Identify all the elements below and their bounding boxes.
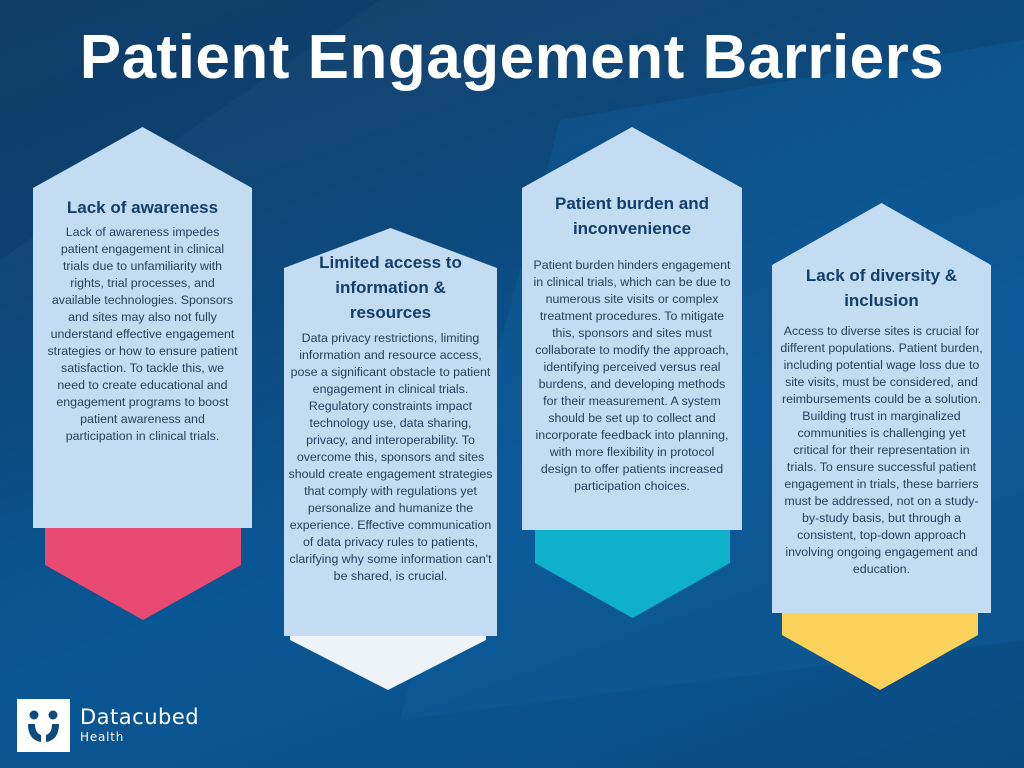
card-patient-burden: Patient burden and inconvenience Patient… xyxy=(522,127,742,530)
brand: Datacubed Health xyxy=(80,705,199,744)
brand-subtitle: Health xyxy=(80,730,125,744)
card-heading: Patient burden and inconvenience xyxy=(555,194,709,238)
card-body: Lack of awareness impedes patient engage… xyxy=(47,225,238,443)
card-lack-of-diversity: Lack of diversity & inclusion Access to … xyxy=(772,203,991,613)
card-heading: Lack of diversity & inclusion xyxy=(805,266,958,310)
card-heading: Lack of awareness xyxy=(66,198,219,217)
card-lack-of-awareness: Lack of awareness Lack of awareness impe… xyxy=(33,127,252,528)
card-limited-access: Limited access to information & resource… xyxy=(284,228,497,636)
card-body: Data privacy restrictions, limiting info… xyxy=(288,331,493,583)
card-body: Access to diverse sites is crucial for d… xyxy=(780,324,983,576)
brand-name: Datacubed xyxy=(80,705,200,729)
card-body: Patient burden hinders engagement in cli… xyxy=(533,258,731,493)
page-title: Patient Engagement Barriers xyxy=(79,23,945,92)
card-heading: Limited access to information & resource… xyxy=(319,253,462,322)
datacubed-logo-icon xyxy=(17,699,70,752)
